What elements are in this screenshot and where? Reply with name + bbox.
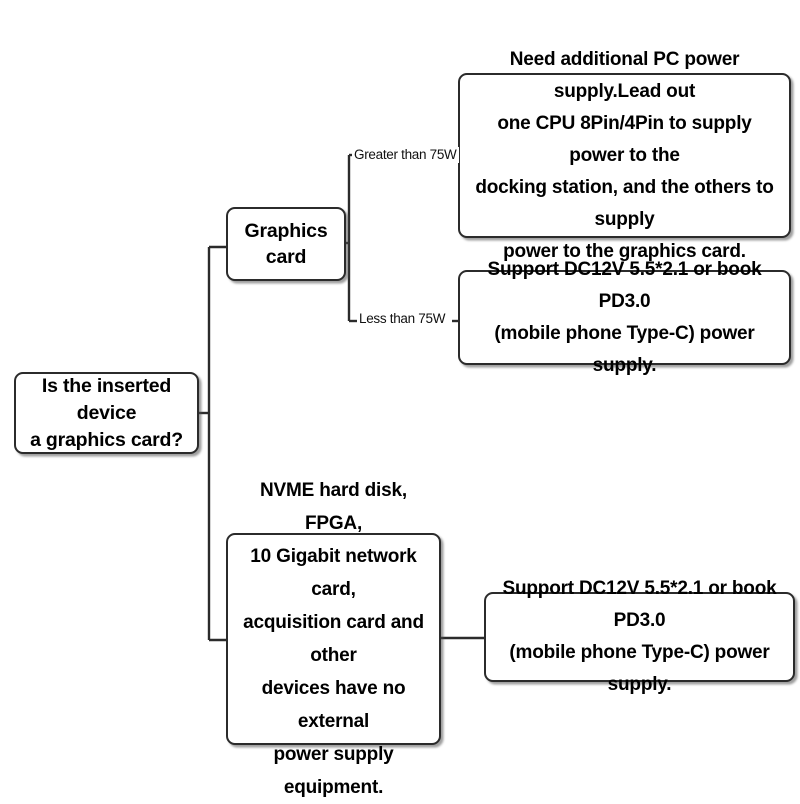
node-graphics-card: Graphics card	[226, 207, 346, 281]
node-root-question: Is the inserted device a graphics card?	[14, 372, 199, 454]
node-no-external-power-devices: NVME hard disk, FPGA, 10 Gigabit network…	[226, 480, 441, 798]
node-greater-than-75w-answer-label: Need additional PC power supply.Lead out…	[475, 48, 774, 262]
node-less-than-75w-answer-label: Support DC12V 5.5*2.1 or book PD3.0 (mob…	[487, 258, 762, 376]
node-less-than-75w-answer: Support DC12V 5.5*2.1 or book PD3.0 (mob…	[458, 259, 791, 376]
edge-label-greater-than-75w: Greater than 75W	[352, 147, 459, 163]
node-no-external-power-answer-label: Support DC12V 5.5*2.1 or book PD3.0 (mob…	[502, 578, 777, 695]
node-greater-than-75w-answer: Need additional PC power supply.Lead out…	[458, 49, 791, 262]
node-graphics-card-label: Graphics card	[244, 220, 328, 268]
edge-label-less-than-75w: Less than 75W	[357, 311, 448, 327]
node-root-question-label: Is the inserted device a graphics card?	[30, 374, 183, 451]
node-no-external-power-answer: Support DC12V 5.5*2.1 or book PD3.0 (mob…	[484, 578, 795, 695]
node-no-external-power-devices-label: NVME hard disk, FPGA, 10 Gigabit network…	[243, 480, 424, 798]
